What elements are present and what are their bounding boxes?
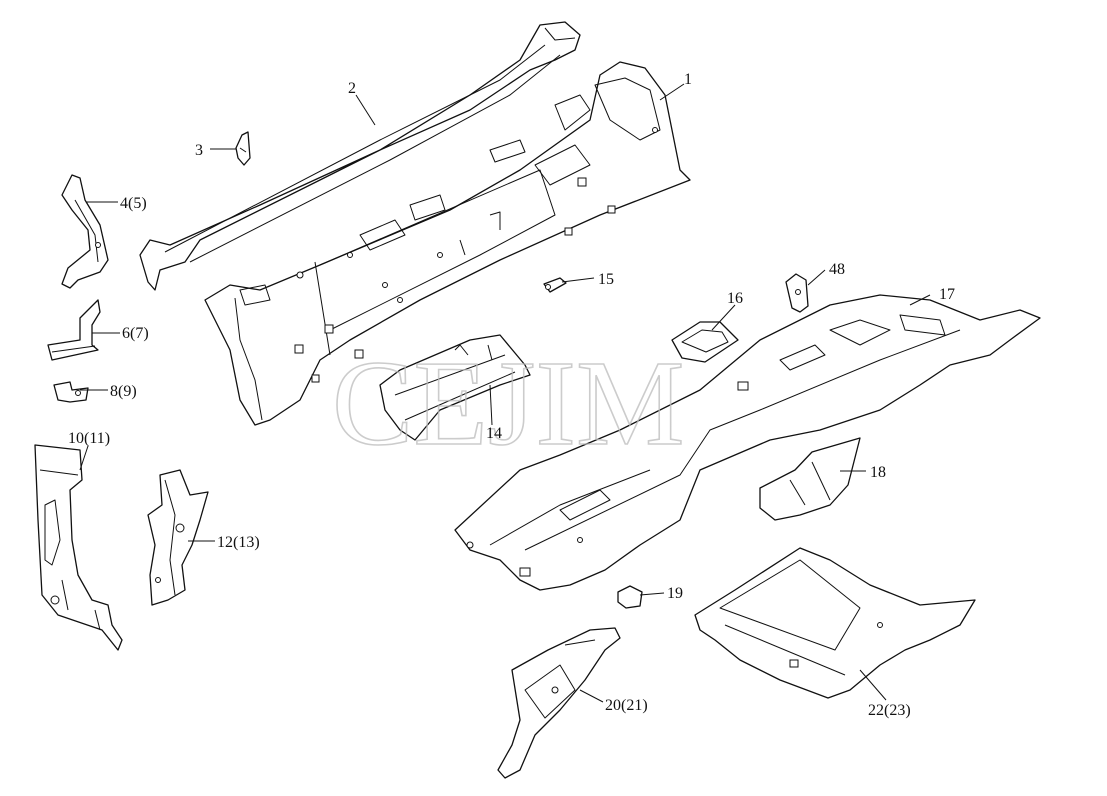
callout-6-7: 6(7) bbox=[122, 325, 149, 342]
part-6-7-bracket bbox=[47, 299, 101, 361]
callout-20-21: 20(21) bbox=[605, 697, 648, 714]
callout-16: 16 bbox=[727, 290, 743, 307]
callout-8-9: 8(9) bbox=[110, 383, 137, 400]
part-1-dash-panel bbox=[204, 61, 691, 426]
callout-12-13: 12(13) bbox=[217, 534, 260, 551]
part-3-bracket bbox=[235, 131, 251, 166]
part-14-crossmember bbox=[379, 334, 531, 441]
callout-1: 1 bbox=[684, 71, 692, 88]
callout-22-23: 22(23) bbox=[868, 702, 911, 719]
callout-3: 3 bbox=[195, 142, 203, 159]
part-4-5-pillar-bracket bbox=[61, 174, 109, 289]
part-19-cap bbox=[617, 585, 643, 609]
part-18-bracket bbox=[759, 437, 861, 521]
callout-15: 15 bbox=[598, 271, 614, 288]
part-10-11-side-panel bbox=[34, 444, 123, 651]
callout-48: 48 bbox=[829, 261, 845, 278]
part-17-front-floor bbox=[454, 294, 1041, 591]
callout-19: 19 bbox=[667, 585, 683, 602]
callout-17: 17 bbox=[939, 286, 955, 303]
callout-18: 18 bbox=[870, 464, 886, 481]
callout-labels: 1 2 3 4(5) 6(7) 8(9) 10(11) 12(13) 14 15… bbox=[68, 71, 955, 719]
part-12-13-pillar bbox=[147, 469, 209, 606]
leader-lines bbox=[79, 83, 931, 703]
callout-2: 2 bbox=[348, 80, 356, 97]
part-15-clip bbox=[543, 277, 567, 293]
callout-14: 14 bbox=[486, 425, 502, 442]
watermark: CEJIM bbox=[332, 336, 684, 471]
part-16-cover-plate bbox=[671, 321, 739, 363]
part-20-21-pillar bbox=[497, 627, 621, 779]
part-2-cross-rail bbox=[139, 21, 581, 291]
callout-10-11: 10(11) bbox=[68, 430, 110, 447]
part-48-bracket bbox=[785, 273, 809, 313]
part-22-23-rear-floor bbox=[694, 547, 976, 699]
part-8-9-clip bbox=[53, 381, 89, 403]
callout-4-5: 4(5) bbox=[120, 195, 147, 212]
